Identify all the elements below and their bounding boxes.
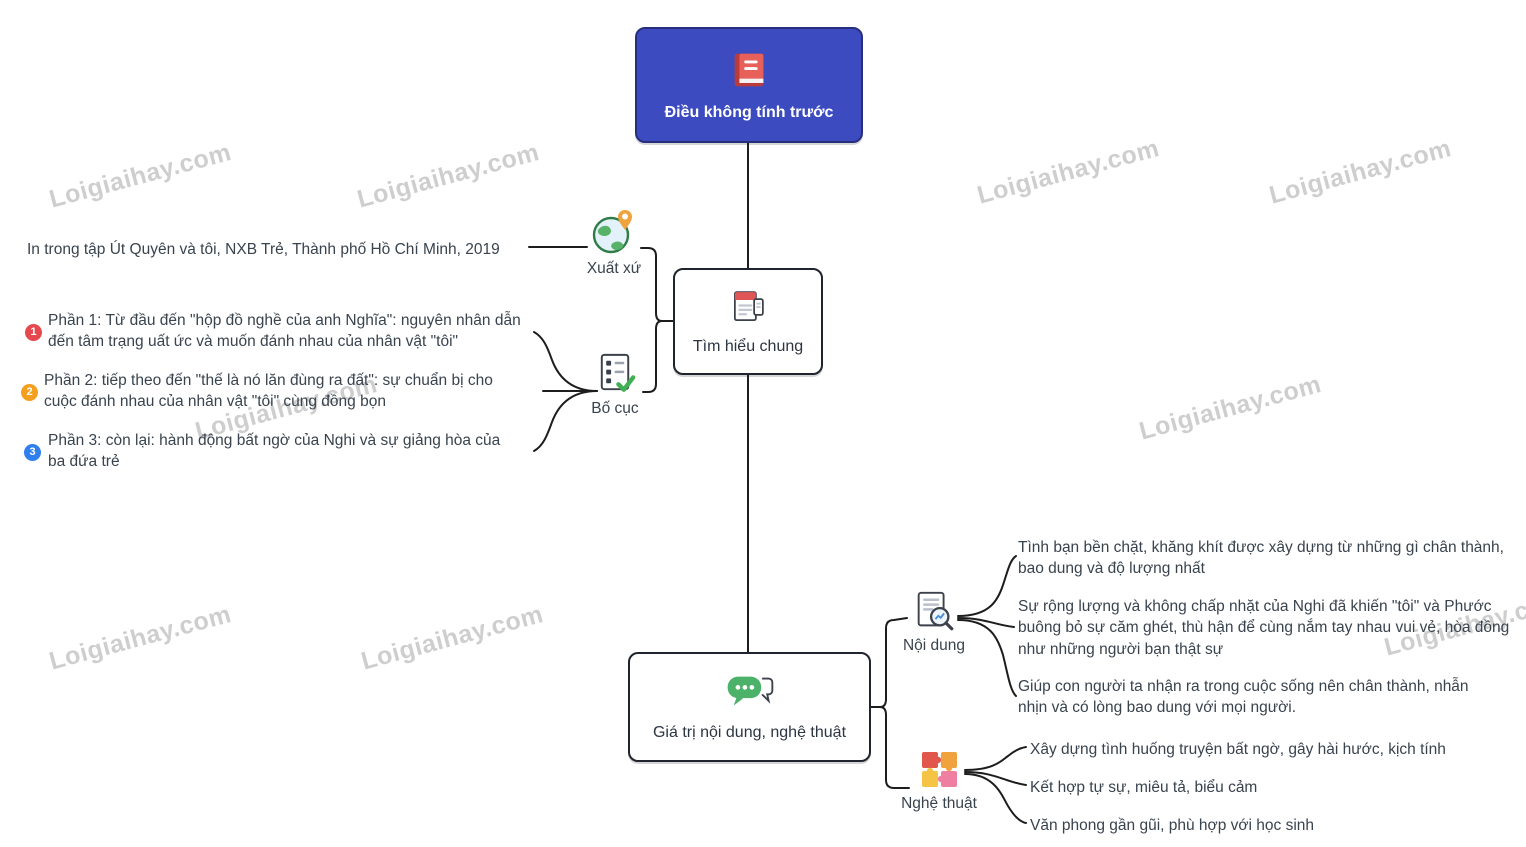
bo-cuc-label: Bố cục [591, 400, 639, 417]
gia-tri-label: Giá trị nội dung, nghệ thuật [652, 724, 847, 742]
bo-cuc-item-number-badge: 1 [25, 324, 42, 341]
bo-cuc-item-text: Phần 1: Từ đầu đến "hộp đồ nghề của anh … [48, 312, 521, 351]
edge-bocuc-item1 [533, 331, 598, 392]
document-icon [727, 286, 769, 328]
edge-noidung-item3 [957, 619, 1017, 697]
nghe-thuat-label: Nghệ thuật [901, 795, 977, 812]
branch-nghe-thuat: Nghệ thuật [896, 744, 982, 813]
edge-bracket-left-lower [642, 320, 674, 393]
noi-dung-item-text: Sự rộng lượng và không chấp nhặt của Ngh… [1018, 598, 1510, 658]
xuat-xu-text: In trong tập Út Quyên và tôi, NXB Trẻ, T… [27, 241, 500, 258]
chat-bubbles-icon [723, 671, 777, 714]
root-title: Điều không tính trước [664, 103, 834, 121]
bo-cuc-item-text: Phần 2: tiếp theo đến "thế là nó lăn đùn… [44, 372, 493, 411]
book-icon [726, 48, 772, 94]
tim-hieu-chung-node: Tìm hiểu chung [673, 268, 823, 375]
noi-dung-item-text: Tình bạn bền chặt, khăng khít được xây d… [1018, 539, 1504, 578]
bo-cuc-item-text: Phần 3: còn lại: hành động bất ngờ của N… [48, 432, 501, 471]
bo-cuc-item-number-badge: 3 [24, 444, 41, 461]
puzzle-icon [915, 744, 963, 792]
branch-bo-cuc: Bố cục [578, 350, 652, 418]
tim-hieu-chung-label: Tìm hiểu chung [692, 338, 804, 356]
noi-dung-item-text: Giúp con người ta nhận ra trong cuộc sốn… [1018, 678, 1469, 717]
edge-nghethuat-item2 [964, 771, 1027, 786]
xuat-xu-label: Xuất xứ [586, 260, 642, 277]
root-node: Điều không tính trước [635, 27, 863, 143]
nghe-thuat-item-text: Văn phong gần gũi, phù hợp với học sinh [1030, 817, 1315, 834]
noi-dung-label: Nội dung [902, 637, 966, 654]
branch-xuat-xu: Xuất xứ [573, 203, 655, 278]
edge-bracket-right-lower [870, 706, 910, 789]
edge-noidung-item2 [957, 617, 1015, 628]
edge-nghethuat-item3 [964, 773, 1027, 824]
nghe-thuat-item-text: Kết hợp tự sự, miêu tả, biểu cảm [1030, 779, 1258, 796]
document-search-icon [911, 588, 957, 634]
edge-nghethuat-item1 [964, 746, 1027, 771]
checklist-icon [592, 350, 639, 397]
edge-bocuc-item3 [533, 390, 598, 452]
gia-tri-node: Giá trị nội dung, nghệ thuật [628, 652, 871, 762]
branch-noi-dung: Nội dung [895, 588, 973, 655]
edge-noidung-item1 [957, 555, 1017, 617]
globe-pin-icon [588, 203, 640, 257]
nghe-thuat-item-text: Xây dựng tình huống truyện bất ngờ, gây … [1030, 741, 1446, 758]
bo-cuc-item-number-badge: 2 [21, 384, 38, 401]
